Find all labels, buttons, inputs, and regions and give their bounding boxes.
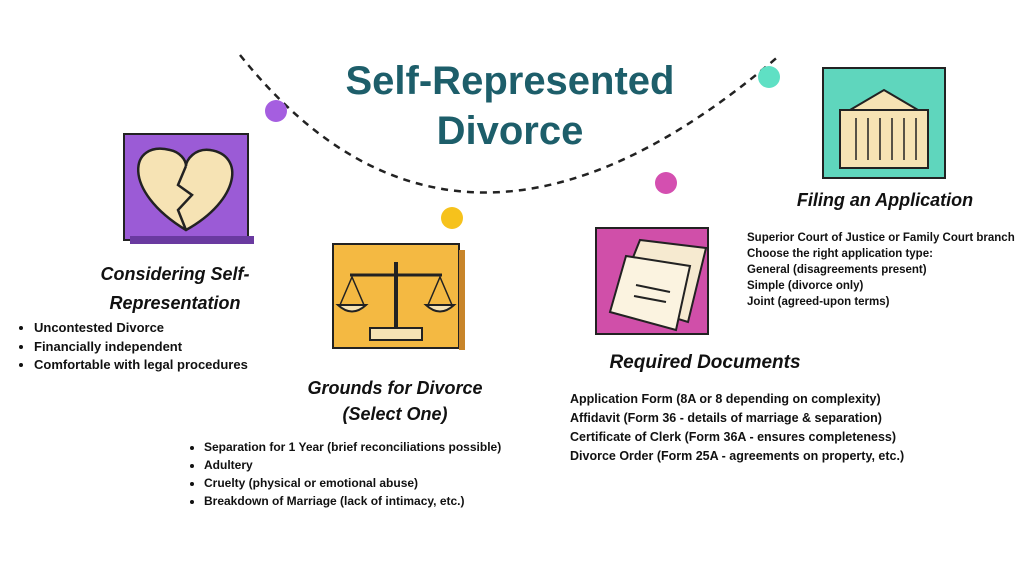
timeline-dot-pink	[655, 172, 677, 194]
grounds-list: Separation for 1 Year (brief reconciliat…	[190, 438, 501, 510]
list-item: Financially independent	[34, 338, 248, 357]
list-item: Comfortable with legal procedures	[34, 356, 248, 375]
courthouse-icon	[822, 67, 946, 179]
heading-line: Considering Self-	[100, 264, 250, 284]
section-heading-filing: Filing an Application	[770, 190, 1000, 211]
title-line-2: Divorce	[436, 109, 584, 153]
section-heading-grounds: Grounds for Divorce (Select One)	[290, 375, 500, 427]
broken-heart-icon	[123, 133, 254, 244]
list-item: Choose the right application type:	[747, 248, 933, 260]
list-item: Certificate of Clerk (Form 36A - ensures…	[570, 430, 897, 444]
heading-line: Required Documents	[609, 352, 801, 373]
scales-of-justice-icon	[332, 243, 465, 350]
page-title: Self-Represented Divorce	[300, 56, 720, 156]
list-item: General (disagreements present)	[747, 264, 927, 276]
considering-list: Uncontested Divorce Financially independ…	[20, 319, 248, 375]
documents-list: Application Form (8A or 8 depending on c…	[570, 390, 904, 466]
documents-icon	[595, 227, 709, 335]
list-item: Divorce Order (Form 25A - agreements on …	[570, 449, 905, 463]
section-heading-documents: Required Documents	[580, 352, 830, 374]
heading-line: Representation	[109, 293, 241, 313]
list-item: Application Form (8A or 8 depending on c…	[570, 392, 881, 406]
list-item: Breakdown of Marriage (lack of intimacy,…	[204, 492, 501, 510]
timeline-dot-purple	[265, 100, 287, 122]
heading-line: Filing an Application	[796, 190, 974, 210]
timeline-dot-teal	[758, 66, 780, 88]
list-item: Cruelty (physical or emotional abuse)	[204, 474, 501, 492]
section-heading-considering: Considering Self- Representation	[60, 260, 290, 318]
list-item: Uncontested Divorce	[34, 319, 248, 338]
timeline-dot-yellow	[441, 207, 463, 229]
list-item: Affidavit (Form 36 - details of marriage…	[570, 411, 882, 425]
title-line-1: Self-Represented	[345, 59, 675, 103]
heading-line: (Select One)	[342, 404, 448, 424]
list-item: Adultery	[204, 456, 501, 474]
list-item: Superior Court of Justice or Family Cour…	[747, 232, 1015, 244]
list-item: Separation for 1 Year (brief reconciliat…	[204, 438, 501, 456]
heading-line: Grounds for Divorce	[307, 378, 483, 398]
list-item: Joint (agreed-upon terms)	[747, 296, 890, 308]
list-item: Simple (divorce only)	[747, 280, 864, 292]
filing-list: Superior Court of Justice or Family Cour…	[747, 230, 1015, 310]
